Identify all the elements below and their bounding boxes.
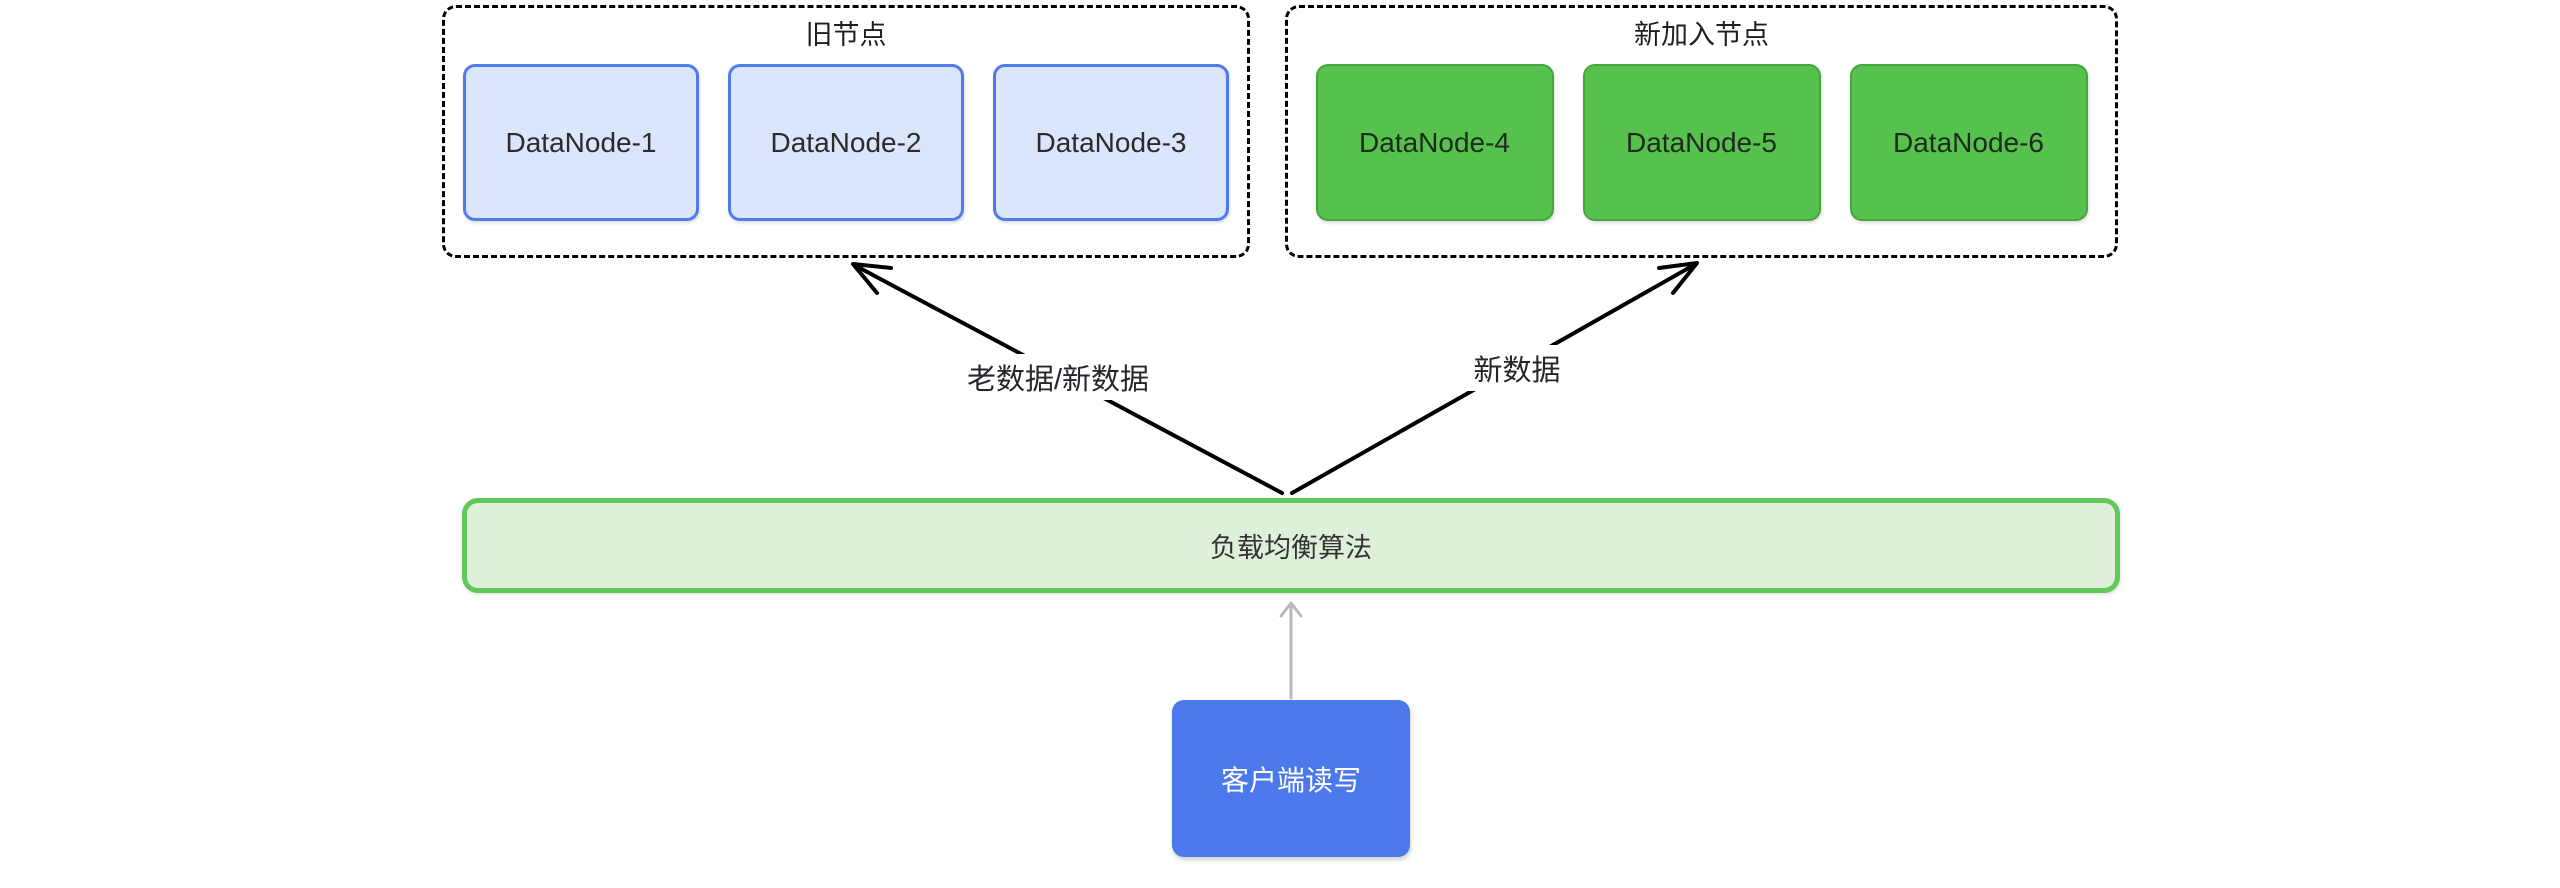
node-datanode-5: DataNode-5 xyxy=(1582,64,1821,221)
node-datanode-1: DataNode-1 xyxy=(463,64,699,221)
load-balancer-box: 负载均衡算法 xyxy=(462,498,2120,593)
edge-label-old-data: 老数据/新数据 xyxy=(958,354,1158,400)
edge-label-new-data: 新数据 xyxy=(1465,345,1569,391)
arrow-client-to-balancer xyxy=(1279,601,1303,700)
group-old-node-row: DataNode-1 DataNode-2 DataNode-3 xyxy=(445,64,1247,221)
group-old-nodes: 旧节点 DataNode-1 DataNode-2 DataNode-3 xyxy=(442,5,1250,258)
node-datanode-4: DataNode-4 xyxy=(1315,64,1554,221)
node-datanode-2: DataNode-2 xyxy=(728,64,964,221)
group-new-nodes: 新加入节点 DataNode-4 DataNode-5 DataNode-6 xyxy=(1285,5,2118,258)
group-old-title: 旧节点 xyxy=(805,20,887,50)
node-datanode-3: DataNode-3 xyxy=(993,64,1229,221)
group-new-node-row: DataNode-4 DataNode-5 DataNode-6 xyxy=(1288,64,2115,221)
load-balancer-label: 负载均衡算法 xyxy=(1210,533,1372,563)
group-new-title: 新加入节点 xyxy=(1634,20,1769,50)
node-datanode-6: DataNode-6 xyxy=(1849,64,2088,221)
client-box: 客户端读写 xyxy=(1172,700,1410,857)
client-label: 客户端读写 xyxy=(1220,764,1361,796)
